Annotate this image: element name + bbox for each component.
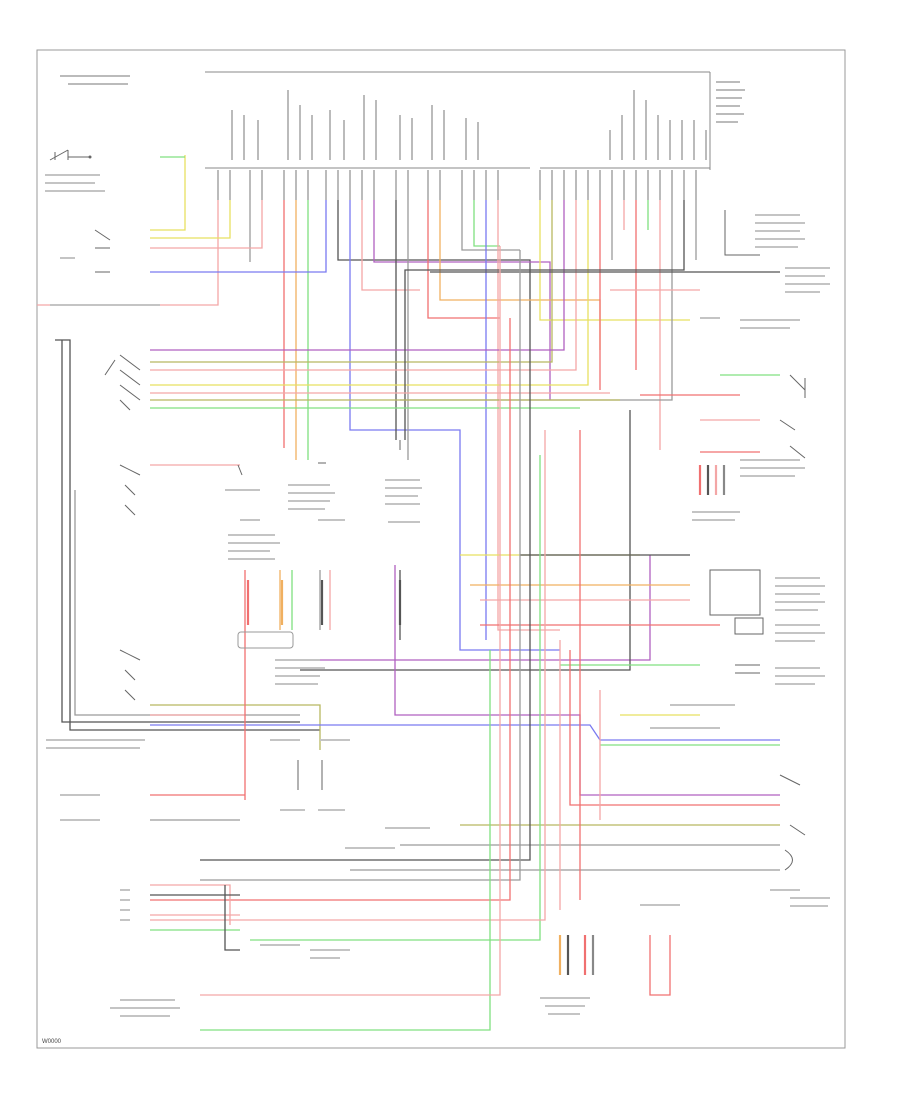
neutral-switch: [119, 464, 141, 516]
right-relay-box: [709, 569, 761, 616]
top-left-note: [60, 75, 130, 85]
lower-right-diode: [784, 849, 793, 871]
footer-code: W0000: [42, 1039, 62, 1045]
range-switch: [119, 354, 141, 411]
right-module: [734, 617, 764, 635]
right-switch-3: [779, 774, 806, 836]
diagram-frame: [36, 49, 846, 1049]
ecm-connector: [205, 71, 745, 200]
sensor-connector: [237, 631, 294, 649]
interior-pressure-switch: [49, 149, 69, 161]
wires: [37, 155, 780, 1031]
selector-switch: [119, 649, 141, 701]
components: [49, 149, 806, 975]
label-stubs: [45, 174, 830, 1017]
right-switch-1: [789, 374, 806, 398]
right-switch-2: [779, 419, 806, 459]
